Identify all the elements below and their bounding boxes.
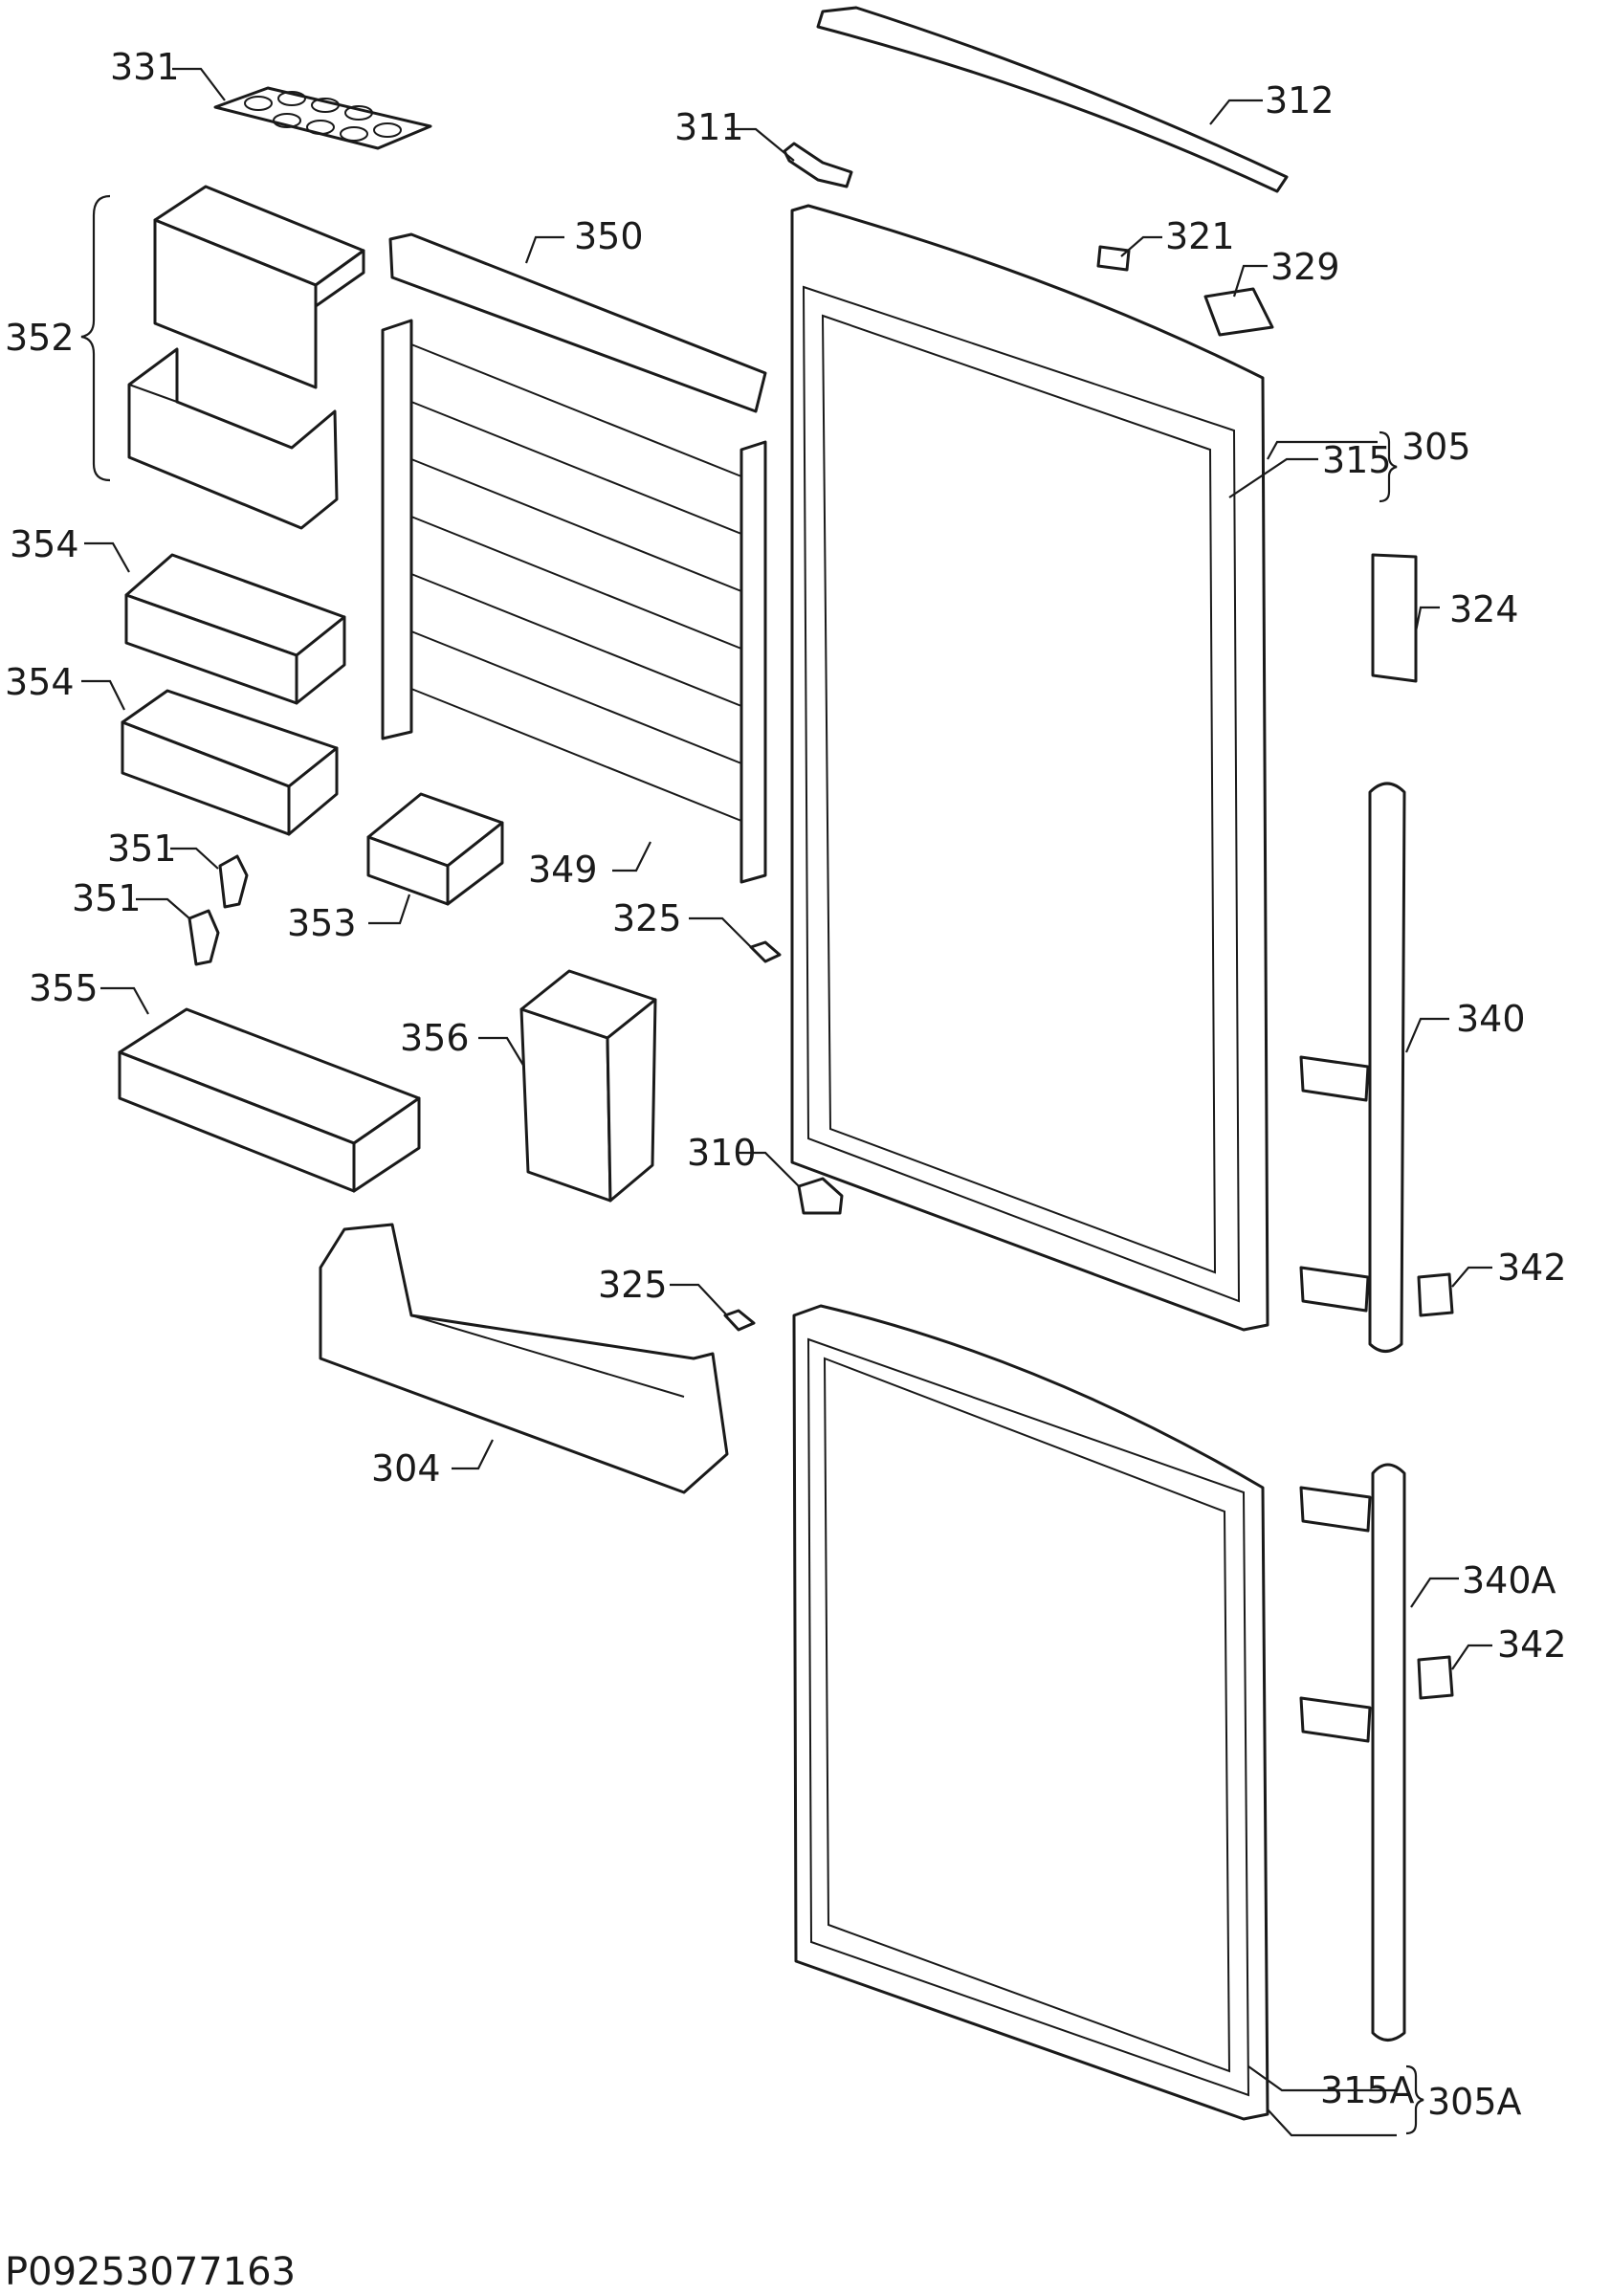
- label-304: 304: [371, 1447, 441, 1490]
- brace-352: [80, 194, 111, 482]
- part-354-box-upper[interactable]: [124, 553, 346, 705]
- part-356-bottle-box[interactable]: [519, 969, 657, 1203]
- label-331: 331: [110, 46, 180, 88]
- label-324: 324: [1449, 588, 1519, 630]
- label-352: 352: [5, 317, 75, 359]
- label-340a: 340A: [1462, 1559, 1556, 1601]
- label-305: 305: [1401, 426, 1471, 468]
- label-321: 321: [1165, 215, 1235, 257]
- part-315-gasket[interactable]: [821, 314, 1217, 1274]
- label-342-upper: 342: [1497, 1247, 1567, 1289]
- part-340a-handle[interactable]: [1299, 1463, 1406, 2042]
- part-351-clip-upper[interactable]: [218, 854, 249, 909]
- label-340: 340: [1456, 998, 1526, 1040]
- part-311-hinge[interactable]: [783, 142, 853, 188]
- label-356: 356: [400, 1017, 470, 1059]
- part-321-block[interactable]: [1096, 245, 1131, 272]
- part-350-rail[interactable]: [388, 232, 767, 413]
- part-352-dairy-compartment[interactable]: [127, 185, 365, 530]
- brace-305a: [1405, 2064, 1424, 2135]
- label-342-lower: 342: [1497, 1623, 1567, 1666]
- part-315a-gasket[interactable]: [823, 1357, 1231, 2073]
- part-305a-lower-door[interactable]: [792, 1304, 1269, 2121]
- label-312: 312: [1265, 79, 1335, 121]
- label-355: 355: [29, 967, 99, 1009]
- part-304-door-bin[interactable]: [319, 1223, 729, 1494]
- label-311: 311: [674, 106, 744, 148]
- label-325-lower: 325: [598, 1264, 668, 1306]
- part-340-handle[interactable]: [1299, 782, 1406, 1353]
- part-342-cap-lower[interactable]: [1417, 1655, 1454, 1700]
- part-355-long-box[interactable]: [118, 1007, 421, 1193]
- label-350: 350: [574, 215, 644, 257]
- label-354-lower: 354: [5, 661, 75, 703]
- part-342-cap-upper[interactable]: [1417, 1272, 1454, 1317]
- part-324-filter[interactable]: [1371, 553, 1418, 683]
- part-312-top-cover[interactable]: [816, 6, 1289, 193]
- label-305a: 305A: [1427, 2081, 1522, 2123]
- label-351-lower: 351: [72, 877, 142, 919]
- part-331-egg-tray[interactable]: [213, 86, 432, 150]
- part-351-clip-lower[interactable]: [188, 909, 220, 966]
- part-325-pin-lower[interactable]: [723, 1309, 756, 1332]
- label-353: 353: [287, 902, 357, 944]
- label-310: 310: [687, 1132, 757, 1174]
- part-353-cube[interactable]: [366, 792, 504, 906]
- part-325-pin-upper[interactable]: [749, 940, 782, 963]
- label-329: 329: [1270, 246, 1340, 288]
- part-305-upper-door[interactable]: [790, 204, 1269, 1332]
- label-354-upper: 354: [10, 523, 79, 565]
- label-349: 349: [528, 849, 598, 891]
- part-354-box-lower[interactable]: [121, 689, 339, 836]
- label-315a: 315A: [1320, 2069, 1415, 2111]
- leader-lines: [81, 67, 1492, 2137]
- callout-labels: 331 311 312 350 321 329 352 305 315 354 …: [5, 46, 1567, 2294]
- part-310-hinge-block[interactable]: [797, 1177, 844, 1215]
- brace-305: [1379, 430, 1398, 503]
- label-325-upper: 325: [612, 897, 682, 939]
- document-code: P09253077163: [5, 2250, 296, 2294]
- label-351-upper: 351: [107, 828, 177, 870]
- part-349-shelf-grille[interactable]: [381, 319, 767, 884]
- part-329-bracket[interactable]: [1203, 287, 1274, 337]
- label-315: 315: [1322, 439, 1392, 481]
